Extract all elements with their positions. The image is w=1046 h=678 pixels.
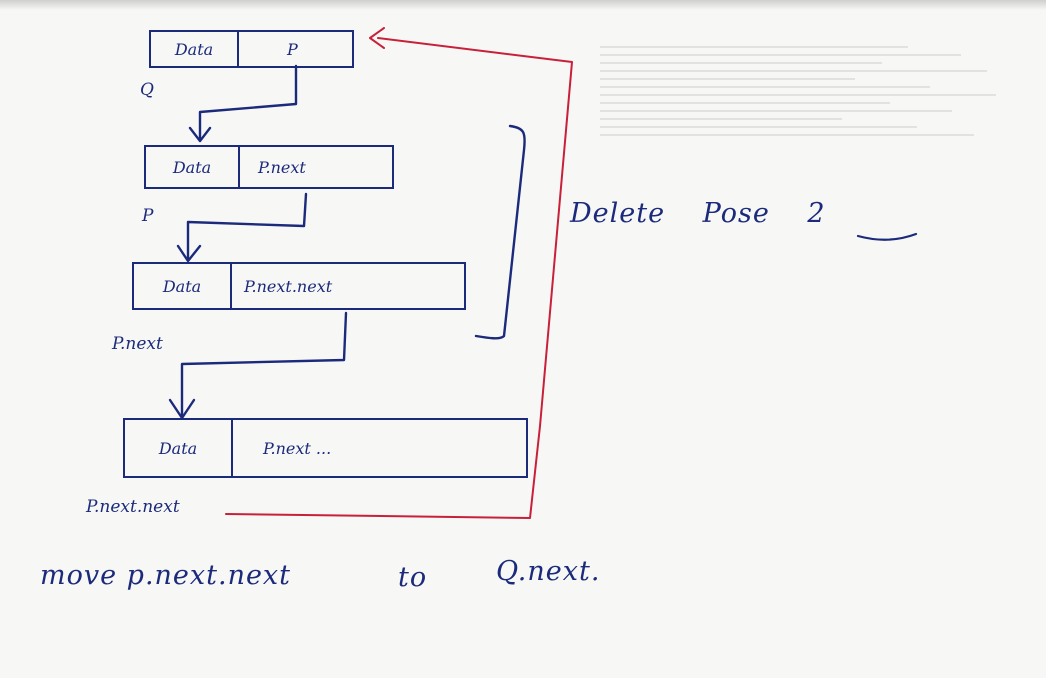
diagram-title: Delete Pose 2 bbox=[570, 198, 826, 229]
list-node-p: Data P.next bbox=[144, 145, 394, 189]
link-arrow-2 bbox=[186, 192, 308, 262]
node-data-cell: Data bbox=[125, 420, 233, 476]
node-label-q: Q bbox=[140, 80, 154, 100]
title-underline bbox=[856, 232, 918, 241]
caption-to: to bbox=[398, 562, 428, 593]
red-arrowhead bbox=[369, 27, 385, 49]
node-pointer-cell: P.next.next bbox=[244, 276, 333, 296]
scan-edge-shadow bbox=[0, 0, 1046, 10]
list-node-p-next-next: Data P.next ... bbox=[123, 418, 528, 478]
red-relink-arrow bbox=[225, 37, 573, 519]
node-label-p: P bbox=[142, 206, 154, 226]
caption-move: move p.next.next bbox=[40, 560, 292, 591]
link-arrow-3 bbox=[180, 311, 348, 419]
node-pointer-cell: P bbox=[287, 39, 298, 59]
link-arrow-1 bbox=[198, 64, 298, 142]
list-node-q: Data P bbox=[149, 30, 354, 68]
caption-target: Q.next. bbox=[496, 556, 601, 587]
node-data-cell: Data bbox=[151, 32, 239, 66]
bracket bbox=[474, 124, 526, 340]
bleed-through-text bbox=[600, 40, 1040, 620]
node-data-cell: Data bbox=[146, 147, 240, 187]
node-label-p-next-next: P.next.next bbox=[86, 497, 180, 517]
node-pointer-cell: P.next ... bbox=[263, 438, 332, 458]
node-data-cell: Data bbox=[134, 264, 232, 308]
arrowhead-2 bbox=[176, 244, 202, 263]
node-pointer-cell: P.next bbox=[258, 157, 306, 177]
node-label-p-next: P.next bbox=[112, 334, 163, 354]
arrowhead-1 bbox=[188, 126, 212, 143]
list-node-p-next: Data P.next.next bbox=[132, 262, 466, 310]
